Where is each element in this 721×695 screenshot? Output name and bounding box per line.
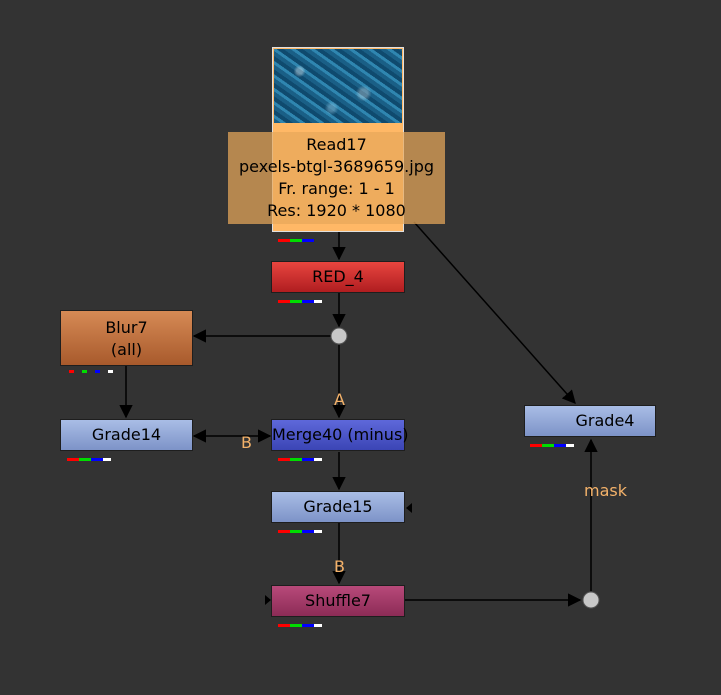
channel-indicator [67,446,111,461]
red4-node[interactable]: RED_4 [271,261,405,303]
shuffle7-label: Shuffle7 [305,591,371,610]
grade4-node[interactable]: Grade4 [524,405,656,447]
read17-res: Res: 1920 * 1080 [267,201,406,220]
blur7-label: Blur7 [105,318,148,337]
grade14-label: Grade14 [91,425,162,444]
red4-label: RED_4 [312,267,364,286]
grade15-label: Grade15 [303,497,373,516]
blur7-node[interactable]: Blur7 (all) [60,310,193,373]
channel-indicator [278,518,322,533]
input-arrow-grade15 [406,503,412,513]
shuffle7-node[interactable]: Shuffle7 [271,585,405,627]
channel-indicator [278,612,322,627]
read17-info: Read17 pexels-btgl-3689659.jpg Fr. range… [228,132,445,224]
channel-indicator [278,288,322,303]
merge-input-b-label: B [241,433,252,452]
channel-indicator [278,227,314,242]
merge-input-a-label: A [334,390,345,409]
dot-node-1[interactable] [330,327,348,345]
channel-indicator [69,358,113,373]
blur7-sublabel: (all) [110,340,143,359]
channel-indicator [278,446,322,461]
grade15-node[interactable]: Grade15 [271,491,405,533]
grade4-mask-label: mask [584,481,627,500]
grade4-label: Grade4 [575,411,635,430]
read17-thumbnail [274,49,402,123]
input-arrow-shuffle [265,595,271,605]
read17-range: Fr. range: 1 - 1 [278,179,395,198]
dot-node-2[interactable] [582,591,600,609]
grade14-node[interactable]: Grade14 [60,419,193,461]
merge40-label: Merge40 (minus) [272,425,409,444]
read17-file: pexels-btgl-3689659.jpg [239,157,434,176]
channel-indicator [530,432,574,447]
read17-title: Read17 [306,135,367,154]
merge40-node[interactable]: Merge40 (minus) [271,419,409,461]
shuffle-input-b-label: B [334,557,345,576]
edge-read-to-grade4 [413,221,576,405]
